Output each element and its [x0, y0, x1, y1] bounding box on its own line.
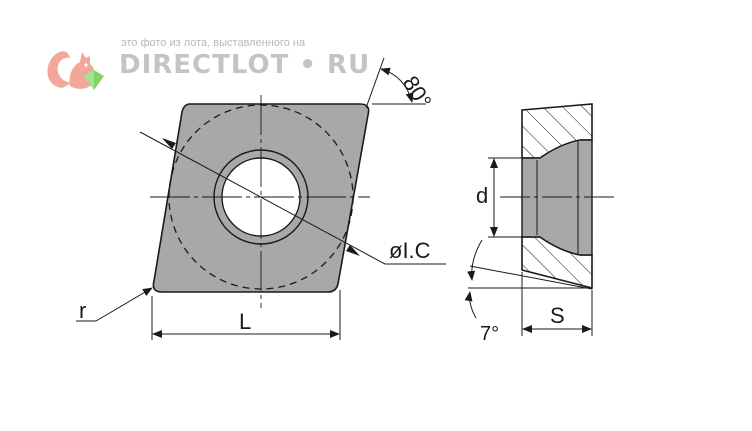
angle-80-label: 80° [398, 71, 437, 112]
clearance-angle-line [469, 265, 593, 290]
thickness-label: S [550, 303, 565, 328]
ic-diameter-line [139, 131, 386, 265]
angle-arc [380, 67, 414, 103]
watermark-caption: это фото из лота, выставленного на [121, 37, 306, 49]
clearance-angle-label: 7° [480, 323, 499, 345]
clearance-arc [467, 239, 483, 281]
length-label: L [239, 309, 251, 334]
watermark-brand: DIRECTLOT • RU [119, 50, 371, 80]
angle-extension-line [365, 57, 385, 109]
ic-label: øI.C [389, 238, 431, 263]
radius-leader [95, 287, 153, 322]
clearance-arc-lower [464, 291, 477, 319]
hole-diameter-label: d [476, 183, 488, 208]
squirrel-icon [47, 51, 104, 90]
section-bore [521, 139, 593, 256]
radius-label: r [79, 298, 86, 323]
